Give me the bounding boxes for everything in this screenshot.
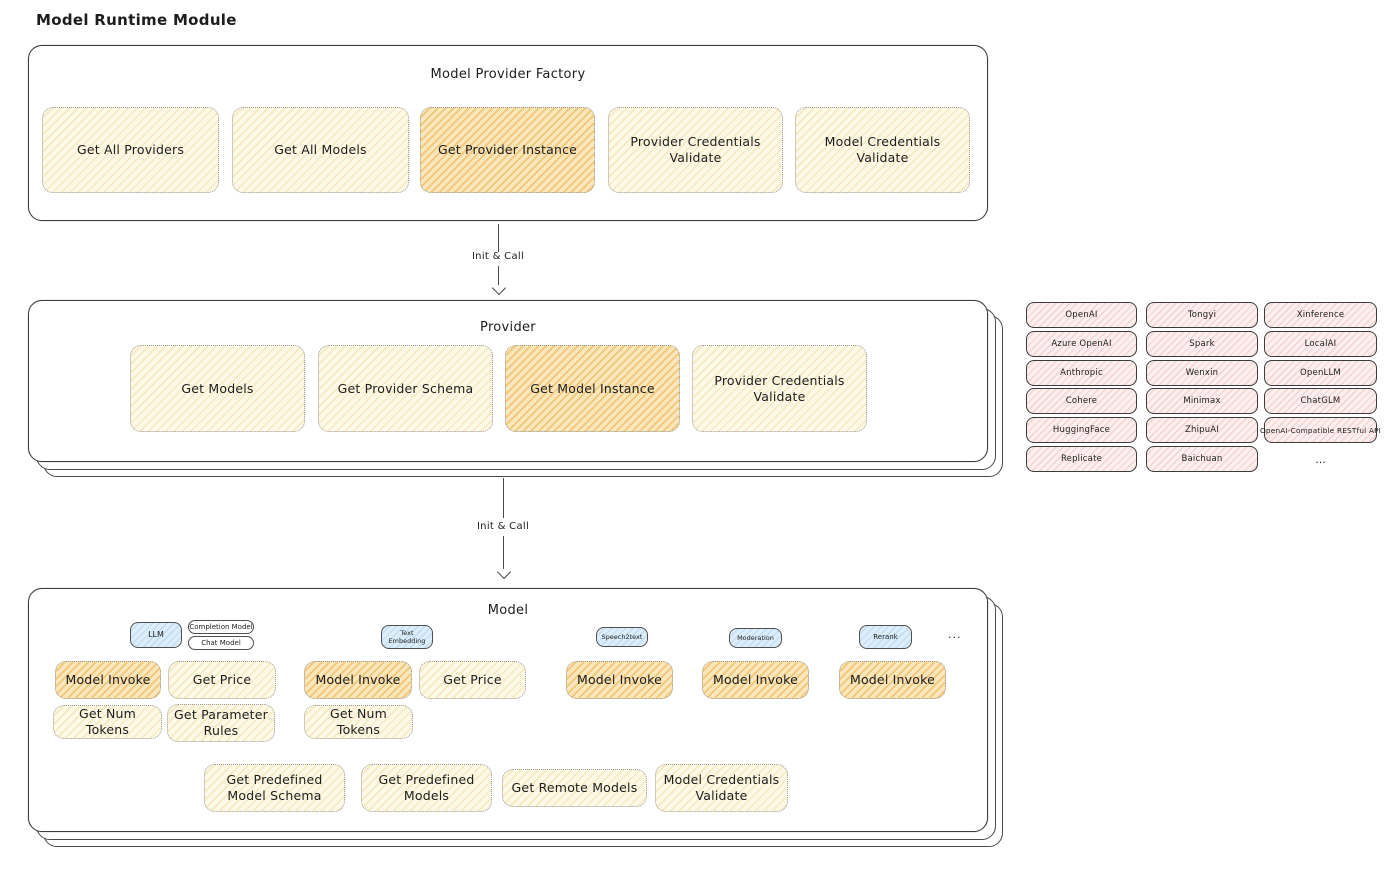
model-box-invoke-moderation: Model Invoke bbox=[702, 661, 809, 699]
model-box-get-remote-models: Get Remote Models bbox=[502, 769, 647, 807]
provider-cell: Minimax bbox=[1146, 388, 1258, 414]
provider-cell: Replicate bbox=[1026, 446, 1137, 472]
model-title: Model bbox=[487, 603, 529, 618]
provider-cell: OpenAI bbox=[1026, 302, 1137, 328]
provider-cell: LocalAI bbox=[1264, 331, 1377, 357]
arrow-line bbox=[498, 266, 499, 285]
model-box-invoke-rerank: Model Invoke bbox=[839, 661, 946, 699]
arrow-line bbox=[498, 224, 499, 252]
tag-rerank: Rerank bbox=[859, 625, 912, 649]
model-box-model-credentials-validate: Model Credentials Validate bbox=[655, 764, 788, 812]
providers-grid-ellipsis: ... bbox=[1315, 452, 1326, 466]
tag-llm: LLM bbox=[130, 622, 182, 648]
page-title: Model Runtime Module bbox=[36, 11, 237, 29]
provider-cell: Baichuan bbox=[1146, 446, 1258, 472]
arrow-line bbox=[503, 478, 504, 518]
model-box-get-price-llm: Get Price bbox=[168, 661, 276, 699]
provider-cell: ChatGLM bbox=[1264, 388, 1377, 414]
factory-box-get-provider-instance: Get Provider Instance bbox=[420, 107, 595, 193]
model-box-get-price-text-embedding: Get Price bbox=[419, 661, 526, 699]
model-box-invoke-speech2text: Model Invoke bbox=[566, 661, 673, 699]
provider-cell: Azure OpenAI bbox=[1026, 331, 1137, 357]
tag-moderation: Moderation bbox=[729, 628, 782, 648]
provider-cell: Cohere bbox=[1026, 388, 1137, 414]
tag-chat-model: Chat Model bbox=[188, 636, 254, 650]
provider-box-get-provider-schema: Get Provider Schema bbox=[318, 345, 493, 432]
model-box-get-num-tokens-llm: Get Num Tokens bbox=[53, 705, 162, 739]
tag-completion-model: Completion Model bbox=[188, 620, 254, 634]
factory-title: Model Provider Factory bbox=[430, 67, 586, 82]
model-box-get-parameter-rules: Get Parameter Rules bbox=[167, 704, 275, 742]
model-box-get-predefined-models: Get Predefined Models bbox=[361, 764, 492, 812]
provider-cell: OpenLLM bbox=[1264, 360, 1377, 386]
provider-cell: Wenxin bbox=[1146, 360, 1258, 386]
model-box-get-num-tokens-text-embedding: Get Num Tokens bbox=[304, 705, 413, 739]
factory-box-provider-credentials-validate: Provider Credentials Validate bbox=[608, 107, 783, 193]
model-tags-ellipsis: ... bbox=[948, 628, 962, 641]
arrow-label-init-call-1: Init & Call bbox=[471, 251, 525, 262]
factory-box-get-all-providers: Get All Providers bbox=[42, 107, 219, 193]
model-box-invoke-llm: Model Invoke bbox=[55, 661, 161, 699]
provider-cell: ZhipuAI bbox=[1146, 417, 1258, 443]
provider-cell: Anthropic bbox=[1026, 360, 1137, 386]
arrow-head-icon bbox=[496, 564, 512, 580]
provider-title: Provider bbox=[480, 320, 536, 335]
model-box-invoke-text-embedding: Model Invoke bbox=[304, 661, 412, 699]
provider-cell: HuggingFace bbox=[1026, 417, 1137, 443]
arrow-label-init-call-2: Init & Call bbox=[476, 521, 530, 532]
factory-box-model-credentials-validate: Model Credentials Validate bbox=[795, 107, 970, 193]
tag-speech2text: Speech2text bbox=[596, 627, 648, 647]
tag-text-embedding: Text Embedding bbox=[381, 625, 433, 649]
factory-box-get-all-models: Get All Models bbox=[232, 107, 409, 193]
model-box-get-predefined-model-schema: Get Predefined Model Schema bbox=[204, 764, 345, 812]
arrow-head-icon bbox=[491, 280, 507, 296]
provider-cell: Xinference bbox=[1264, 302, 1377, 328]
provider-cell: Spark bbox=[1146, 331, 1258, 357]
provider-box-get-models: Get Models bbox=[130, 345, 305, 432]
provider-box-provider-credentials-validate: Provider Credentials Validate bbox=[692, 345, 867, 432]
arrow-line bbox=[503, 536, 504, 569]
provider-cell: Tongyi bbox=[1146, 302, 1258, 328]
provider-box-get-model-instance: Get Model Instance bbox=[505, 345, 680, 432]
provider-cell: OpenAI-Compatible RESTful API bbox=[1260, 417, 1381, 443]
